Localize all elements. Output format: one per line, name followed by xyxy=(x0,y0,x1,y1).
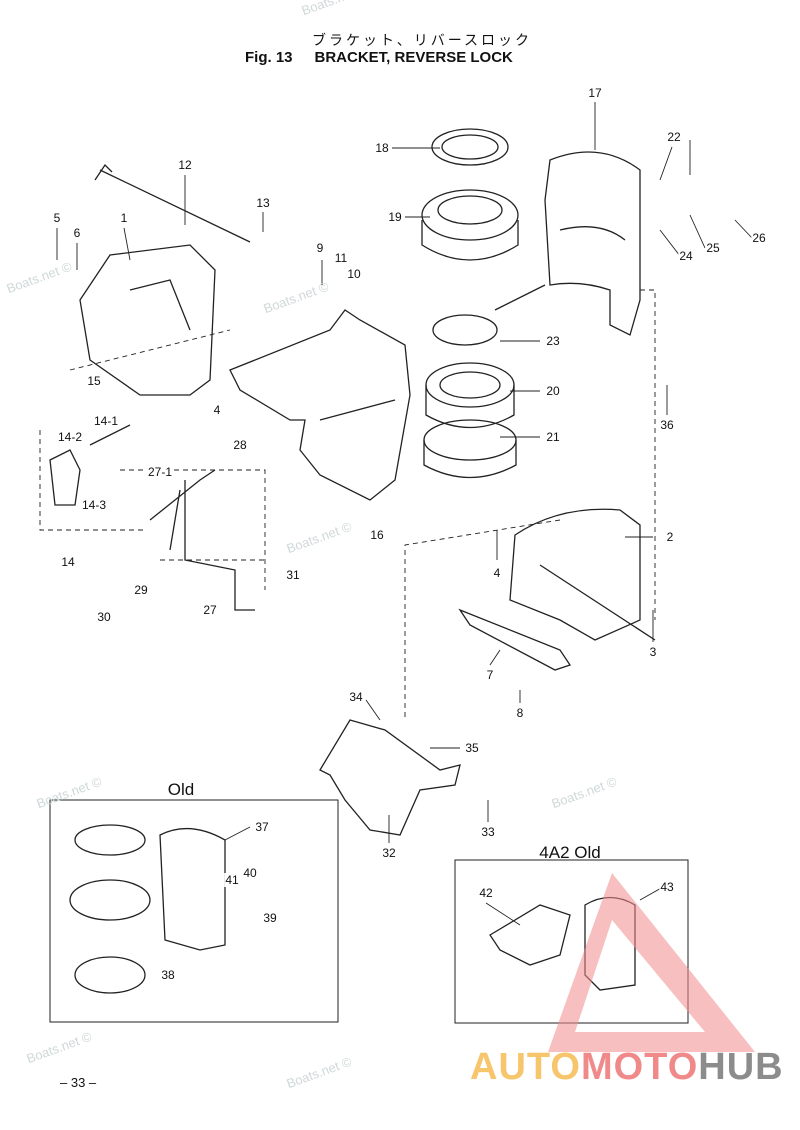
callout-22: 22 xyxy=(666,130,682,144)
inset-old-title: Old xyxy=(167,780,195,799)
callout-14-2: 14-2 xyxy=(56,430,84,444)
callout-27-1: 27-1 xyxy=(146,465,174,479)
callout-23: 23 xyxy=(545,334,561,348)
callout-16: 16 xyxy=(369,528,385,542)
part-lock-32 xyxy=(319,719,461,836)
leader-lines xyxy=(56,102,753,926)
callout-30: 30 xyxy=(96,610,112,624)
callout-20: 20 xyxy=(545,384,561,398)
callout-9: 9 xyxy=(315,241,325,255)
callout-14-1: 14-1 xyxy=(92,414,120,428)
callout-10: 10 xyxy=(346,267,362,281)
dashed-lines xyxy=(39,289,656,720)
automotohub-logo-triangle xyxy=(548,873,755,1052)
inset-4a2-old-title: 4A2 Old xyxy=(539,843,601,862)
callout-26: 26 xyxy=(751,231,767,245)
callout-19: 19 xyxy=(387,210,403,224)
callout-14: 14 xyxy=(60,555,76,569)
callout-25: 25 xyxy=(705,241,721,255)
logo-moto: MOTO xyxy=(580,1046,699,1088)
page-number: – 33 – xyxy=(60,1075,97,1090)
callout-8: 8 xyxy=(515,706,525,720)
part-clamp-23 xyxy=(432,284,546,346)
callout-4b: 4 xyxy=(492,566,502,580)
callout-41: 41 xyxy=(224,873,240,887)
callout-15: 15 xyxy=(86,374,102,388)
callout-6: 6 xyxy=(72,226,82,240)
callout-42: 42 xyxy=(478,886,494,900)
callout-39: 39 xyxy=(262,911,278,925)
callout-21: 21 xyxy=(545,430,561,444)
figure-number: Fig. 13 xyxy=(245,49,293,66)
part-bracket-1 xyxy=(79,244,216,396)
part-plate-7 xyxy=(458,608,572,671)
callout-5: 5 xyxy=(52,211,62,225)
part-swivel-16 xyxy=(229,309,411,501)
callout-43: 43 xyxy=(659,880,675,894)
title-japanese: ブラケット、リバースロック xyxy=(312,33,533,49)
inset-old-frame xyxy=(49,799,339,1023)
callout-12: 12 xyxy=(177,158,193,172)
callout-37: 37 xyxy=(254,820,270,834)
callout-1: 1 xyxy=(119,211,129,225)
logo-auto: AUTO xyxy=(470,1046,581,1088)
figure-title: BRACKET, REVERSE LOCK xyxy=(314,49,513,66)
part-ring-20 xyxy=(425,362,515,429)
callout-28: 28 xyxy=(232,438,248,452)
part-bracket-2 xyxy=(509,508,656,641)
callout-38: 38 xyxy=(160,968,176,982)
callout-36: 36 xyxy=(659,418,675,432)
callout-17: 17 xyxy=(587,86,603,100)
callout-4: 4 xyxy=(212,403,222,417)
callout-2: 2 xyxy=(665,530,675,544)
automotohub-logo: AUTOMOTOHUB xyxy=(470,1046,784,1089)
callout-31: 31 xyxy=(285,568,301,582)
callout-3: 3 xyxy=(648,645,658,659)
part-ring-18 xyxy=(431,128,509,166)
callout-34: 34 xyxy=(348,690,364,704)
part-bracket-17 xyxy=(544,151,641,336)
callout-35: 35 xyxy=(464,741,480,755)
callout-40: 40 xyxy=(242,866,258,880)
callout-13: 13 xyxy=(255,196,271,210)
callout-14-3: 14-3 xyxy=(80,498,108,512)
part-bearing-19 xyxy=(421,189,519,261)
callout-27: 27 xyxy=(202,603,218,617)
part-lever-27 xyxy=(149,469,255,611)
part-rod-12 xyxy=(94,163,251,243)
part-latch-14-2 xyxy=(49,424,131,506)
part-ring-21 xyxy=(423,419,517,479)
callout-29: 29 xyxy=(133,583,149,597)
callout-33: 33 xyxy=(480,825,496,839)
callout-18: 18 xyxy=(374,141,390,155)
logo-hub: HUB xyxy=(698,1046,784,1088)
callout-11: 11 xyxy=(333,251,349,265)
callout-24: 24 xyxy=(678,249,694,263)
page-title: Fig. 13 BRACKET, REVERSE LOCK xyxy=(245,49,535,66)
part-old-parts xyxy=(69,824,226,994)
callout-7: 7 xyxy=(485,668,495,682)
callout-32: 32 xyxy=(381,846,397,860)
